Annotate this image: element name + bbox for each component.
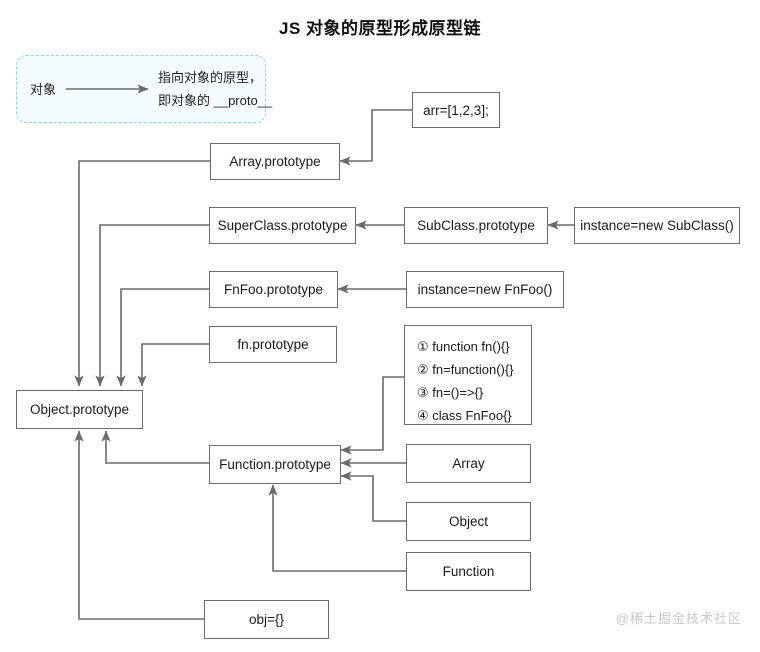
page-title: JS 对象的原型形成原型链 — [278, 19, 482, 38]
node-fnfoo-prototype[interactable]: FnFoo.prototype — [209, 271, 338, 308]
node-fn-prototype[interactable]: fn.prototype — [209, 326, 337, 363]
legend-arrow-meaning: 指向对象的原型， 即对象的 __proto__ — [158, 70, 273, 108]
node-obj[interactable]: obj={} — [204, 600, 329, 639]
legend-source-label: 对象 — [30, 82, 57, 97]
node-instance-subclass[interactable]: instance=new SubClass() — [574, 207, 740, 244]
connector-function-prototype-to-object-prototype — [101, 430, 209, 464]
connector-obj-to-object-prototype — [74, 430, 204, 620]
node-object-prototype[interactable]: Object.prototype — [16, 390, 143, 429]
connector-definitions-to-function-prototype — [340, 376, 404, 455]
connector-array-prototype-to-object-prototype — [74, 160, 210, 387]
node-function[interactable]: Function — [406, 552, 531, 591]
node-array-prototype[interactable]: Array.prototype — [210, 143, 340, 180]
node-instance-fnfoo[interactable]: instance=new FnFoo() — [406, 271, 564, 308]
connector-arr-to-array-prototype — [339, 109, 412, 166]
definition-line-4: ④ class FnFoo{} — [417, 408, 512, 423]
connector-function-to-function-prototype — [268, 484, 406, 572]
connector-fn-prototype-to-object-prototype — [137, 343, 209, 387]
definition-line-1: ① function fn(){} — [417, 339, 510, 354]
connector-superclass-prototype-to-object-prototype — [95, 224, 209, 387]
connector-object-to-function-prototype — [340, 471, 406, 522]
node-definitions-box[interactable]: ① function fn(){} ② fn=function(){} ③ fn… — [404, 325, 532, 425]
node-superclass-prototype[interactable]: SuperClass.prototype — [209, 207, 356, 244]
connector-fnfoo-prototype-to-object-prototype — [116, 288, 209, 387]
node-array[interactable]: Array — [406, 444, 531, 483]
node-arr[interactable]: arr=[1,2,3]; — [412, 92, 500, 128]
node-subclass-prototype[interactable]: SubClass.prototype — [404, 207, 548, 244]
watermark: @稀土掘金技术社区 — [615, 611, 742, 626]
definition-line-2: ② fn=function(){} — [417, 362, 514, 377]
node-object[interactable]: Object — [406, 502, 531, 541]
node-function-prototype[interactable]: Function.prototype — [209, 445, 341, 484]
definition-line-3: ③ fn=()=>{} — [417, 385, 484, 400]
